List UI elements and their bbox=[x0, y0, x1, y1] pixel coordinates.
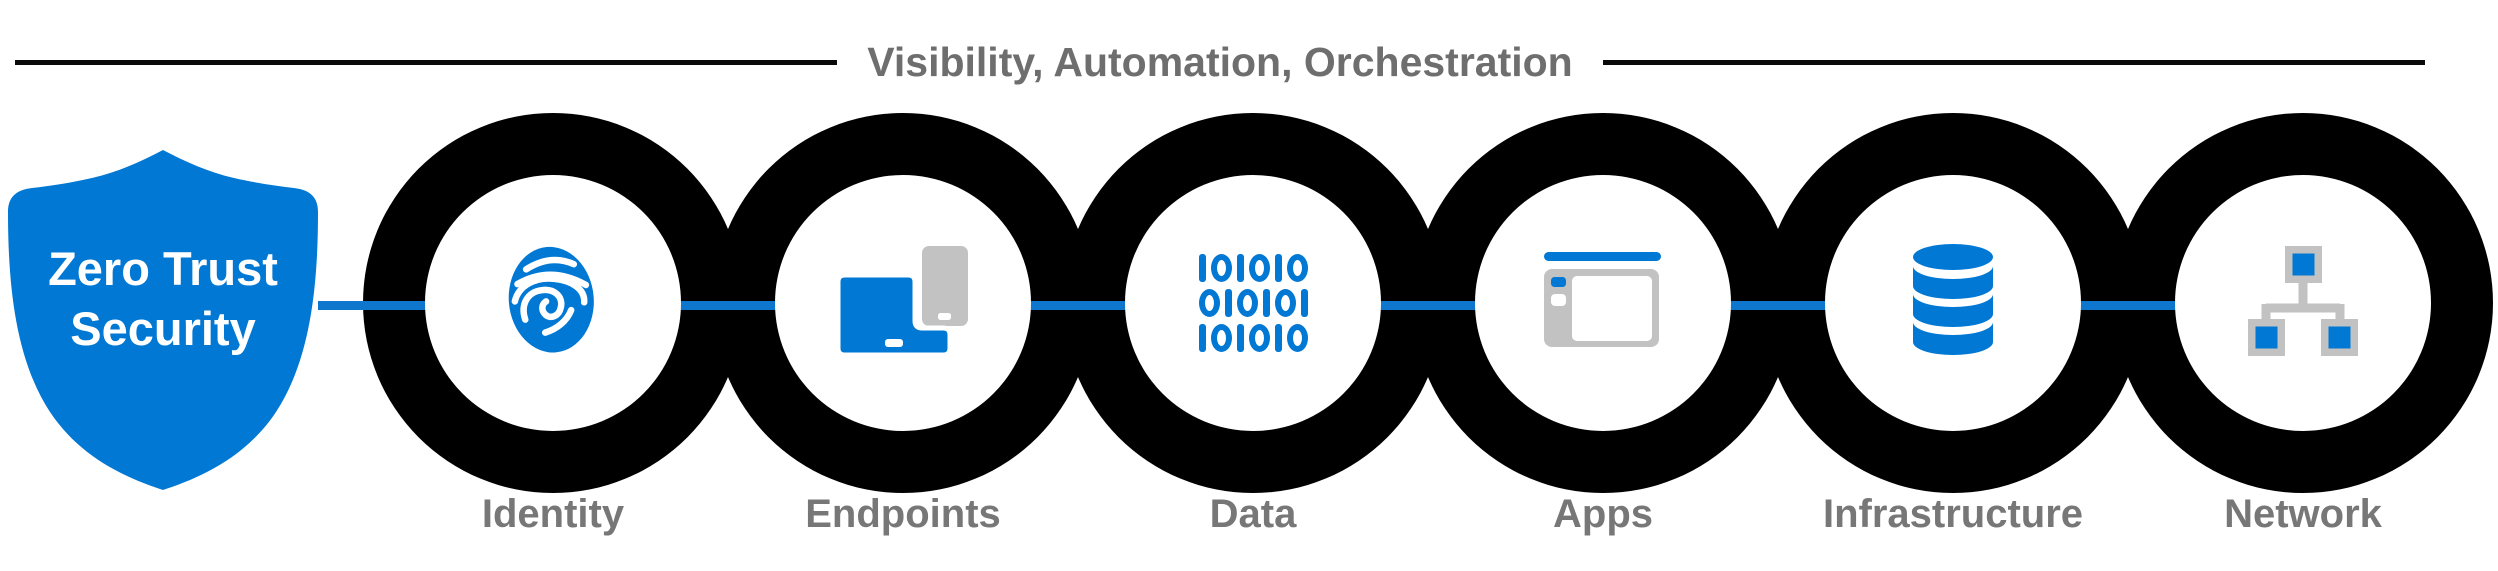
bit-one bbox=[1198, 254, 1206, 282]
node-label: Network bbox=[2224, 492, 2382, 536]
chain-node-identity: Identity bbox=[363, 113, 743, 558]
bit-one bbox=[1300, 289, 1308, 317]
bit-zero bbox=[1236, 289, 1258, 317]
bit-zero bbox=[1248, 254, 1270, 282]
title-rule-left bbox=[15, 59, 838, 65]
binary-row bbox=[1196, 289, 1310, 317]
node-inner-circle bbox=[2175, 175, 2431, 431]
network-tree-icon bbox=[2248, 245, 2358, 356]
node-inner-circle bbox=[775, 175, 1031, 431]
node-label: Identity bbox=[481, 492, 625, 536]
bit-one bbox=[1198, 324, 1206, 352]
chain-node-infrastructure: Infrastructure bbox=[1763, 113, 2143, 558]
title-rule-right bbox=[1602, 59, 2426, 65]
shield-title-line1: Zero Trust bbox=[48, 242, 278, 295]
node-inner-circle bbox=[1125, 175, 1381, 431]
bit-one bbox=[1236, 324, 1244, 352]
bit-one bbox=[1224, 289, 1232, 317]
bit-zero bbox=[1210, 254, 1232, 282]
bit-one bbox=[1236, 254, 1244, 282]
bit-zero bbox=[1286, 324, 1308, 352]
zero-trust-shield: Zero Trust Security bbox=[2, 147, 324, 493]
binary-row bbox=[1196, 324, 1310, 352]
node-inner-circle bbox=[1825, 175, 2081, 431]
shield-title: Zero Trust Security bbox=[2, 239, 324, 359]
chain-node-endpoints: Endpoints bbox=[713, 113, 1093, 558]
bit-zero bbox=[1248, 324, 1270, 352]
chain-node-apps: Apps bbox=[1413, 113, 1793, 558]
shield-title-line2: Security bbox=[70, 302, 256, 355]
bit-one bbox=[1274, 324, 1282, 352]
bit-zero bbox=[1198, 289, 1220, 317]
chain-node-data: Data bbox=[1063, 113, 1443, 558]
shield-icon bbox=[8, 150, 318, 490]
title-bar: Visibility, Automation, Orchestration bbox=[15, 34, 2426, 90]
binary-row bbox=[1196, 254, 1310, 282]
node-label: Data bbox=[1209, 492, 1297, 536]
node-label: Infrastructure bbox=[1822, 492, 2084, 536]
diagram-title: Visibility, Automation, Orchestration bbox=[867, 38, 1573, 85]
bit-one bbox=[1262, 289, 1270, 317]
node-icon-slot bbox=[835, 245, 969, 362]
bit-zero bbox=[1286, 254, 1308, 282]
node-icon-slot bbox=[1909, 243, 1997, 364]
bit-zero bbox=[1274, 289, 1296, 317]
node-label: Apps bbox=[1553, 492, 1653, 536]
node-icon-slot bbox=[501, 238, 605, 369]
node-icon-slot bbox=[1543, 251, 1663, 356]
chain-node-network: Network bbox=[2113, 113, 2493, 558]
app-window-icon bbox=[1544, 251, 1661, 347]
bit-zero bbox=[1210, 324, 1232, 352]
bit-one bbox=[1274, 254, 1282, 282]
devices-icon bbox=[835, 245, 968, 357]
fingerprint-icon bbox=[508, 246, 594, 352]
database-icon bbox=[1913, 243, 1993, 355]
node-label: Endpoints bbox=[805, 492, 1001, 536]
node-inner-circle bbox=[425, 175, 681, 431]
node-icon-slot bbox=[1196, 254, 1310, 352]
node-icon-slot bbox=[2247, 245, 2359, 362]
node-inner-circle bbox=[1475, 175, 1731, 431]
binary-data-icon bbox=[1196, 254, 1310, 352]
